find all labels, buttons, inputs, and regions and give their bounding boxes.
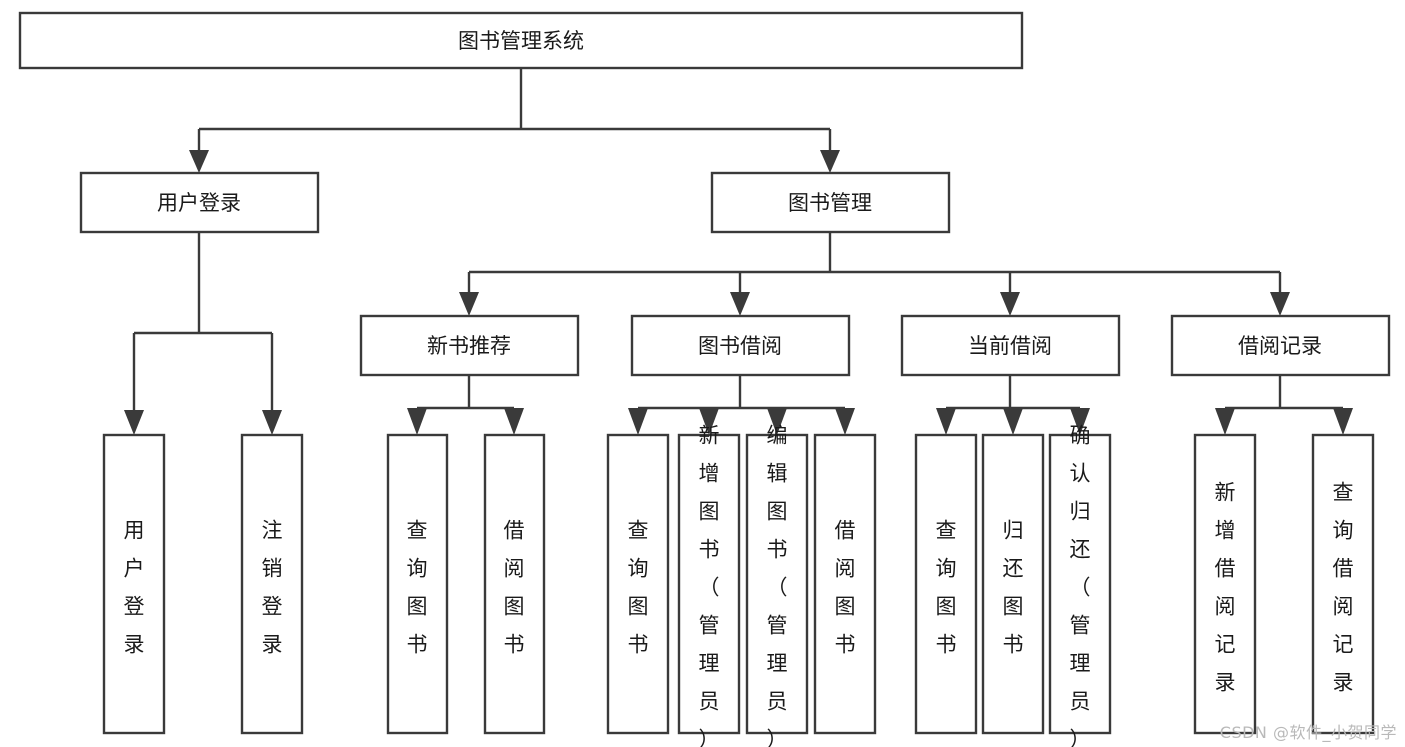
arrow-head-leaf-query-book-3 — [936, 408, 956, 435]
node-leaf-return-book[interactable]: 归还图书 — [981, 433, 1045, 735]
node-leaf-edit-book-box[interactable] — [745, 433, 809, 735]
node-leaf-add-book-box[interactable] — [677, 433, 741, 735]
arrow-head-book-manage — [820, 150, 840, 173]
arrow-head-leaf-query-book-1 — [407, 408, 427, 435]
connector-group-book-borrow — [628, 375, 855, 435]
node-leaf-add-record-box[interactable] — [1193, 433, 1257, 735]
node-root-label: 图书管理系统 — [458, 29, 584, 53]
node-leaf-user-logout-box[interactable] — [240, 433, 304, 735]
arrow-head-leaf-query-record — [1333, 408, 1353, 435]
node-current-borrow[interactable]: 当前借阅 — [900, 314, 1121, 377]
connector-group-new-book-recommend — [407, 375, 524, 435]
arrow-head-leaf-user-logout — [262, 410, 282, 435]
node-new-book-recommend-box[interactable] — [359, 314, 580, 377]
arrow-head-leaf-user-login — [124, 410, 144, 435]
node-root[interactable]: 图书管理系统 — [18, 11, 1024, 70]
node-leaf-confirm-return[interactable]: 确认归还（管理员） — [1048, 424, 1112, 747]
node-new-book-recommend-label: 新书推荐 — [427, 334, 511, 358]
node-leaf-borrow-book-1-label: 借阅图书 — [504, 519, 525, 657]
connector-group-current-borrow — [936, 375, 1090, 435]
node-leaf-query-book-1-label: 查询图书 — [407, 519, 428, 657]
node-leaf-edit-book[interactable]: 编辑图书（管理员） — [745, 424, 809, 747]
arrow-head-leaf-query-book-2 — [628, 408, 648, 435]
node-leaf-query-book-3-label: 查询图书 — [936, 519, 957, 657]
node-leaf-user-logout-label: 注销登录 — [262, 519, 283, 657]
arrow-head-new-book-recommend — [459, 292, 479, 316]
node-leaf-query-book-2-box[interactable] — [606, 433, 670, 735]
node-leaf-return-book-label: 归还图书 — [1003, 519, 1024, 657]
node-book-borrow-label: 图书借阅 — [698, 334, 782, 358]
node-leaf-borrow-book-2-box[interactable] — [813, 433, 877, 735]
node-book-manage-label: 图书管理 — [788, 191, 872, 215]
node-leaf-user-login-box[interactable] — [102, 433, 166, 735]
node-book-borrow[interactable]: 图书借阅 — [630, 314, 851, 377]
arrow-head-leaf-add-record — [1215, 408, 1235, 435]
connector-group-user-login — [124, 232, 282, 435]
node-new-book-recommend[interactable]: 新书推荐 — [359, 314, 580, 377]
node-borrow-record-label: 借阅记录 — [1238, 334, 1322, 358]
node-leaf-query-record-box[interactable] — [1311, 433, 1375, 735]
arrow-head-leaf-edit-book — [767, 408, 787, 435]
node-book-manage-box[interactable] — [710, 171, 951, 234]
node-leaf-query-book-1[interactable]: 查询图书 — [386, 433, 449, 735]
node-leaf-query-record[interactable]: 查询借阅记录 — [1311, 433, 1375, 735]
node-leaf-add-book-label: 新增图书（管理员） — [699, 424, 720, 747]
node-leaf-edit-book-label: 编辑图书（管理员） — [767, 424, 788, 747]
node-current-borrow-label: 当前借阅 — [968, 334, 1052, 358]
arrow-head-leaf-borrow-book-2 — [835, 408, 855, 435]
node-borrow-record[interactable]: 借阅记录 — [1170, 314, 1391, 377]
node-borrow-record-box[interactable] — [1170, 314, 1391, 377]
node-leaf-borrow-book-1[interactable]: 借阅图书 — [483, 433, 546, 735]
node-leaf-query-book-3-box[interactable] — [914, 433, 978, 735]
node-current-borrow-box[interactable] — [900, 314, 1121, 377]
node-leaf-confirm-return-label: 确认归还（管理员） — [1070, 424, 1091, 747]
node-book-borrow-box[interactable] — [630, 314, 851, 377]
node-leaf-query-record-label: 查询借阅记录 — [1333, 481, 1354, 695]
node-leaf-user-login[interactable]: 用户登录 — [102, 433, 166, 735]
arrow-head-user-login — [189, 150, 209, 173]
arrow-head-current-borrow — [1000, 292, 1020, 316]
node-user-login-box[interactable] — [79, 171, 320, 234]
arrow-head-borrow-record — [1270, 292, 1290, 316]
node-user-login[interactable]: 用户登录 — [79, 171, 320, 234]
node-leaf-confirm-return-box[interactable] — [1048, 433, 1112, 735]
node-leaf-query-book-1-box[interactable] — [386, 433, 449, 735]
node-root-box[interactable] — [18, 11, 1024, 70]
arrow-head-leaf-return-book — [1003, 408, 1023, 435]
node-book-manage[interactable]: 图书管理 — [710, 171, 951, 234]
node-leaf-add-record-label: 新增借阅记录 — [1215, 481, 1236, 695]
arrow-head-leaf-add-book — [699, 408, 719, 435]
node-leaf-borrow-book-2-label: 借阅图书 — [835, 519, 856, 657]
arrow-head-book-borrow — [730, 292, 750, 316]
node-leaf-borrow-book-1-box[interactable] — [483, 433, 546, 735]
node-leaf-query-book-3[interactable]: 查询图书 — [914, 433, 978, 735]
connector-group-root — [189, 68, 840, 173]
node-user-login-label: 用户登录 — [157, 191, 241, 215]
node-leaf-borrow-book-2[interactable]: 借阅图书 — [813, 433, 877, 735]
node-leaf-add-book[interactable]: 新增图书（管理员） — [677, 424, 741, 747]
node-leaf-return-book-box[interactable] — [981, 433, 1045, 735]
node-leaf-query-book-2-label: 查询图书 — [628, 519, 649, 657]
arrow-head-leaf-borrow-book-1 — [504, 408, 524, 435]
connector-group-borrow-record — [1215, 375, 1353, 435]
node-leaf-add-record[interactable]: 新增借阅记录 — [1193, 433, 1257, 735]
csdn-watermark: CSDN @软件_小贺同学 — [1219, 723, 1397, 742]
node-leaf-query-book-2[interactable]: 查询图书 — [606, 433, 670, 735]
node-leaf-user-logout[interactable]: 注销登录 — [240, 433, 304, 735]
connector-group-book-manage — [459, 232, 1290, 316]
node-leaf-user-login-label: 用户登录 — [124, 519, 145, 657]
arrow-head-leaf-confirm-return — [1070, 408, 1090, 435]
